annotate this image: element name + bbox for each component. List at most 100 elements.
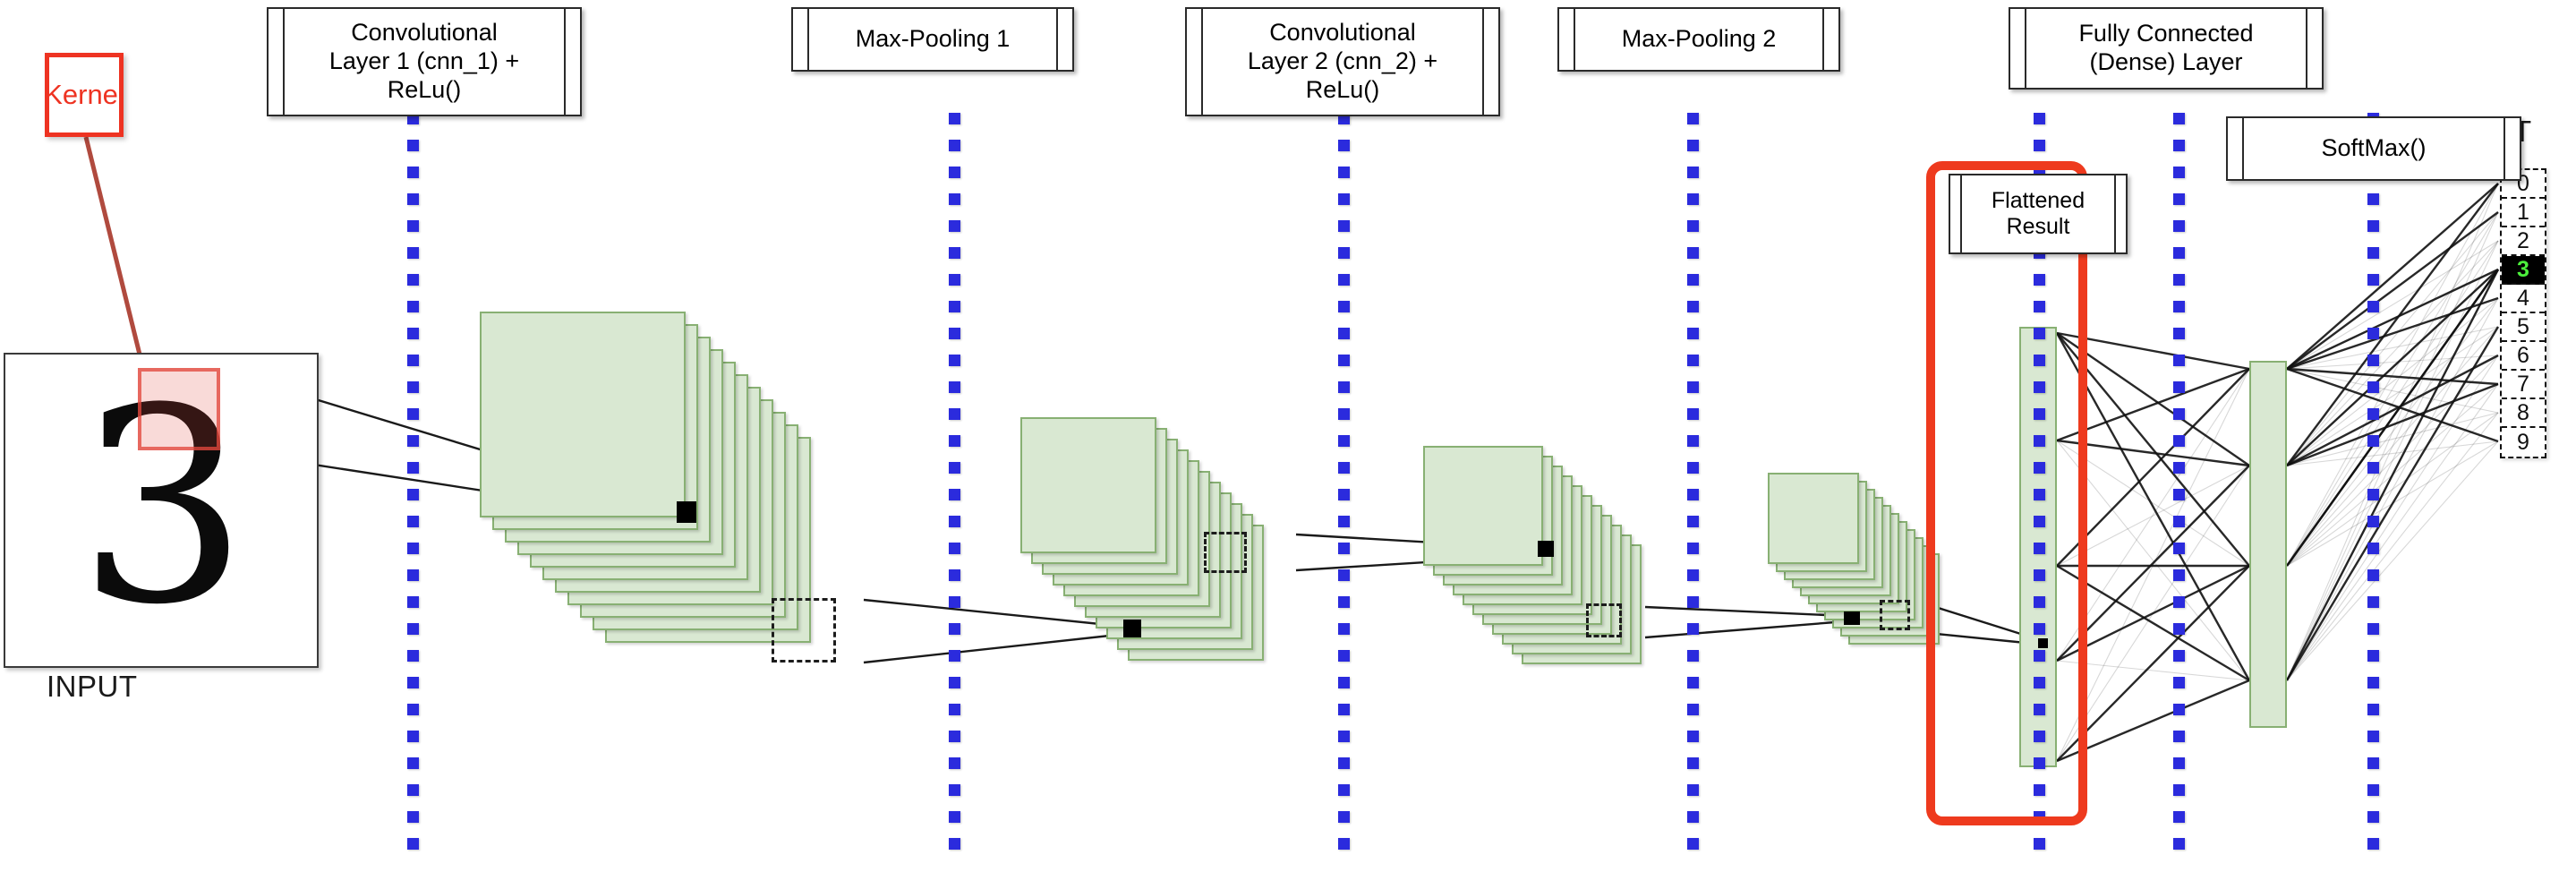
separator-dot (407, 274, 419, 286)
separator-dot (2367, 677, 2379, 688)
separator-dot (2173, 301, 2185, 312)
separator-dot (1338, 677, 1350, 688)
separator-dot (949, 811, 960, 823)
separator-dot (949, 301, 960, 312)
separator-dot (949, 757, 960, 769)
separator-dot (949, 677, 960, 688)
separator-dot (1687, 838, 1699, 850)
separator-dot (1338, 408, 1350, 420)
dense-edge (2286, 183, 2499, 466)
dense-edge (2286, 412, 2499, 681)
separator-dot (1687, 596, 1699, 608)
separator-dot (2034, 757, 2045, 769)
feature-map-sheet (480, 312, 686, 517)
separator-dot (2173, 569, 2185, 581)
stage-separator-pool2 (1687, 113, 1699, 865)
note-gutter-left (269, 9, 285, 115)
separator-dot (1687, 301, 1699, 312)
cnn1-receptive-window (772, 598, 836, 663)
label-text-cnn2: Convolutional Layer 2 (cnn_2) + ReLu() (1247, 19, 1438, 103)
separator-dot (1687, 435, 1699, 447)
separator-dot (407, 140, 419, 151)
separator-dot (2173, 516, 2185, 527)
separator-dot (1338, 811, 1350, 823)
dense-edge (2286, 183, 2499, 681)
separator-dot (949, 489, 960, 500)
dense-edge (2286, 296, 2499, 371)
separator-dot (1338, 516, 1350, 527)
cnn2-feature-map-stack (1423, 446, 1692, 714)
separator-dot (2367, 408, 2379, 420)
dense-edge (2285, 269, 2500, 681)
kernel-window-overlay (138, 368, 220, 450)
separator-dot (949, 328, 960, 339)
output-class-cell: 9 (2502, 428, 2545, 457)
separator-dot (2367, 274, 2379, 286)
separator-dot (1338, 757, 1350, 769)
separator-dot (1338, 247, 1350, 259)
separator-dot (949, 569, 960, 581)
dense-edge (2286, 269, 2499, 567)
separator-dot (949, 838, 960, 850)
separator-dot (1338, 704, 1350, 715)
separator-dot (1687, 140, 1699, 151)
separator-dot (407, 328, 419, 339)
separator-dot (949, 784, 960, 796)
dense-edge (2286, 382, 2499, 467)
separator-dot (949, 462, 960, 474)
separator-dot (2173, 650, 2185, 662)
separator-dot (2173, 381, 2185, 393)
dense-edge (2285, 326, 2500, 681)
separator-dot (2034, 489, 2045, 500)
separator-dot (407, 704, 419, 715)
output-class-cell: 5 (2502, 313, 2545, 342)
feature-map-sheet (1768, 473, 1859, 564)
separator-dot (2367, 784, 2379, 796)
separator-dot (1687, 462, 1699, 474)
separator-dot (949, 650, 960, 662)
separator-dot (1338, 381, 1350, 393)
separator-dot (1687, 516, 1699, 527)
separator-dot (407, 381, 419, 393)
note-gutter-right (564, 9, 580, 115)
separator-dot (1687, 167, 1699, 178)
separator-dot (407, 838, 419, 850)
separator-dot (2367, 355, 2379, 366)
dense-edge (2286, 269, 2499, 681)
separator-dot (2367, 220, 2379, 232)
separator-dot (2173, 704, 2185, 715)
separator-dot (2367, 462, 2379, 474)
separator-dot (2367, 704, 2379, 715)
label-text-pool1: Max-Pooling 1 (855, 25, 1011, 53)
dense-edge (2286, 383, 2499, 567)
separator-dot (1338, 301, 1350, 312)
separator-dot (2034, 140, 2045, 151)
dense-edge (2286, 211, 2499, 466)
label-text-cnn1: Convolutional Layer 1 (cnn_1) + ReLu() (328, 19, 520, 103)
separator-dot (2173, 596, 2185, 608)
cnn2-receptive-window (1586, 603, 1622, 637)
stage-separator-cnn2 (1338, 113, 1350, 865)
dense-edge (2286, 326, 2499, 370)
label-box-cnn2: Convolutional Layer 2 (cnn_2) + ReLu() (1185, 7, 1500, 116)
separator-dot (1338, 784, 1350, 796)
separator-dot (949, 543, 960, 554)
separator-dot (1687, 757, 1699, 769)
separator-dot (2173, 784, 2185, 796)
note-gutter-left (2010, 9, 2026, 88)
separator-dot (949, 247, 960, 259)
separator-dot (2034, 543, 2045, 554)
separator-dot (2034, 328, 2045, 339)
separator-dot (2173, 140, 2185, 151)
note-gutter-right (2114, 175, 2126, 252)
separator-dot (1687, 274, 1699, 286)
label-box-pool1: Max-Pooling 1 (791, 7, 1074, 72)
dense-edge (2286, 440, 2499, 466)
separator-dot (1338, 543, 1350, 554)
separator-dot (1338, 596, 1350, 608)
separator-dot (407, 569, 419, 581)
flattened-result-highlight (1926, 161, 2087, 825)
pool1-receptive-window (1204, 532, 1247, 573)
separator-dot (2173, 113, 2185, 124)
